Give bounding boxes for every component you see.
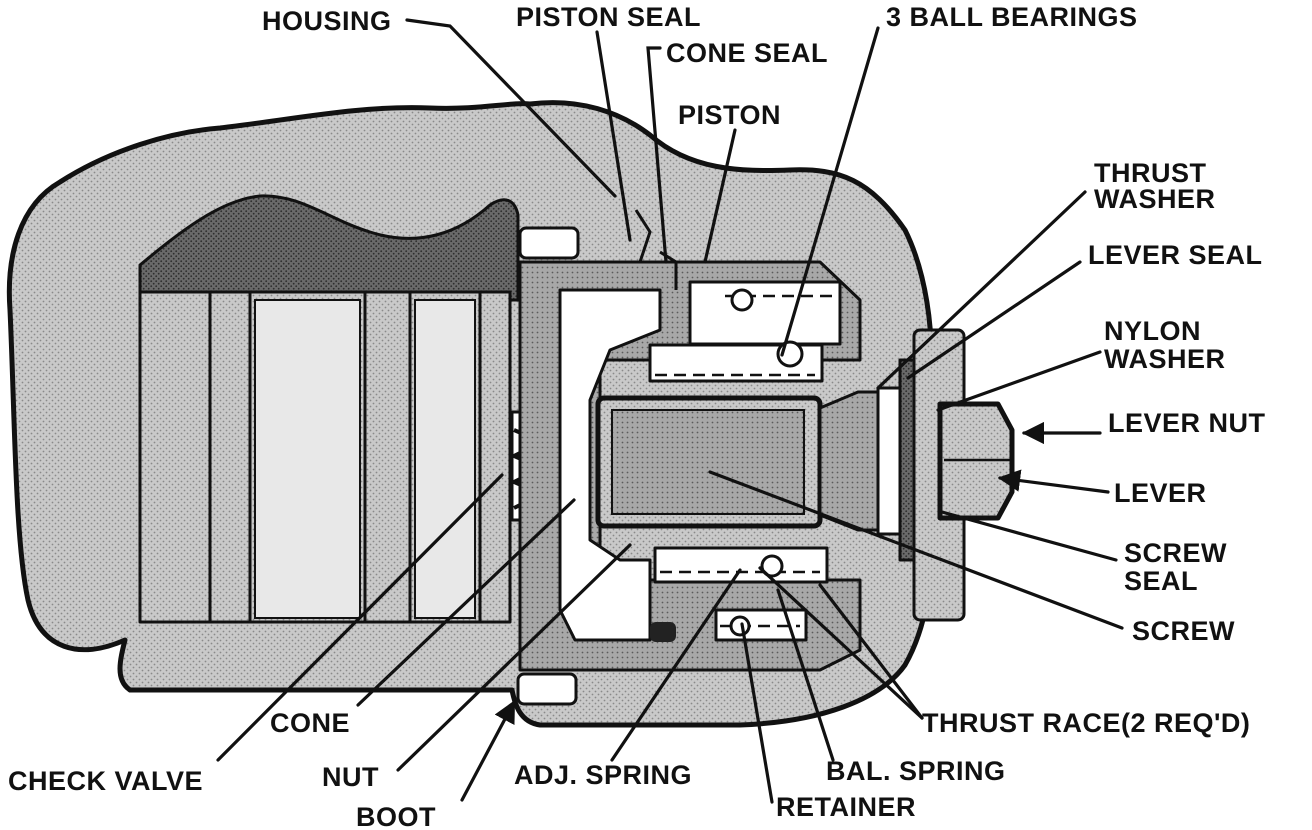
cone-part [558, 288, 662, 642]
label-lever: LEVER [1114, 478, 1207, 508]
thrust-race-ball [760, 554, 784, 578]
boot-upper [518, 226, 580, 260]
label-check-valve: CHECK VALVE [8, 766, 203, 796]
ball-bearing [730, 288, 754, 312]
label-nut: NUT [322, 762, 379, 792]
screw-core [611, 409, 805, 515]
label-thrust-race: THRUST RACE(2 REQ'D) [922, 708, 1250, 738]
label-piston-seal: PISTON SEAL [516, 2, 701, 32]
label-thrust-washer-1: THRUST [1094, 158, 1207, 188]
piston-top-cavity [688, 280, 842, 346]
labels: HOUSING PISTON SEAL CONE SEAL PISTON 3 B… [8, 2, 1266, 830]
label-screw: SCREW [1132, 616, 1235, 646]
label-cone-seal: CONE SEAL [666, 38, 828, 68]
label-bal-spring: BAL. SPRING [826, 756, 1006, 786]
thrust-washer-part [876, 386, 904, 536]
housing-dark-band [138, 194, 520, 302]
lever-shaft [818, 390, 882, 532]
bore-light-panel-2 [414, 299, 476, 619]
label-thrust-washer-2: WASHER [1094, 184, 1216, 214]
label-lever-nut: LEVER NUT [1108, 408, 1266, 438]
label-boot: BOOT [356, 802, 436, 830]
label-nylon-washer-2: WASHER [1104, 344, 1226, 374]
label-lever-seal: LEVER SEAL [1088, 240, 1263, 270]
adj-spring-cavity [653, 546, 829, 584]
leader-lines [216, 18, 1124, 804]
boot-lower [516, 672, 578, 706]
label-cone: CONE [270, 708, 350, 738]
caliper-illustration [6, 100, 1015, 728]
label-piston: PISTON [678, 100, 781, 130]
label-retainer: RETAINER [776, 792, 916, 822]
dark-slot [650, 622, 676, 642]
label-3-ball-bearings: 3 BALL BEARINGS [886, 2, 1138, 32]
label-screw-seal-2: SEAL [1124, 566, 1198, 596]
label-screw-seal-1: SCREW [1124, 538, 1227, 568]
label-nylon-washer-1: NYLON [1104, 316, 1201, 346]
label-housing: HOUSING [262, 6, 392, 36]
label-adj-spring: ADJ. SPRING [514, 760, 692, 790]
bore-light-panel [254, 299, 361, 619]
thrust-race-ball-2 [729, 615, 751, 637]
